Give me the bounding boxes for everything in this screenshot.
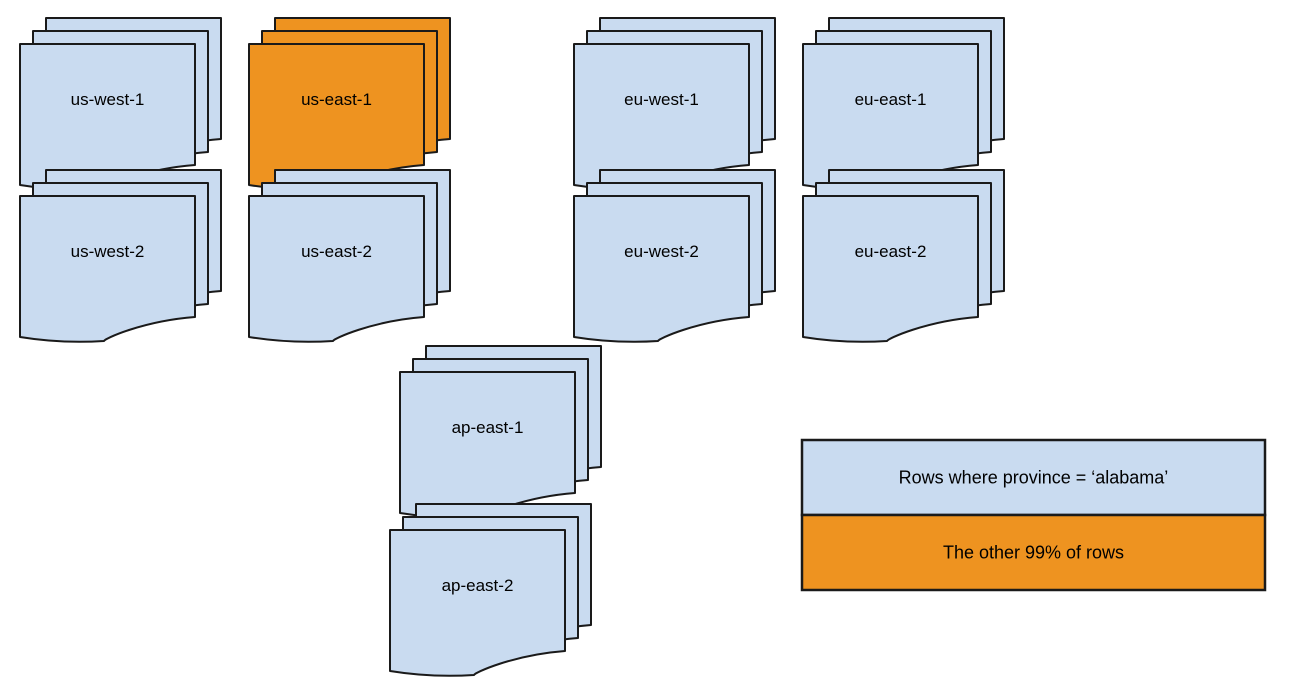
- legend-swatch-legend-other-rows: [800, 513, 1267, 592]
- region-label-us-east-2: us-east-2: [301, 242, 372, 261]
- region-label-ap-east-1: ap-east-1: [452, 418, 524, 437]
- document-front-ap-east-1: [399, 371, 576, 519]
- region-stack-ap-east-2[interactable]: ap-east-2: [389, 503, 592, 677]
- document-front-eu-west-1: [573, 43, 750, 191]
- document-front-us-east-2: [248, 195, 425, 343]
- region-label-ap-east-2: ap-east-2: [442, 576, 514, 595]
- document-front-eu-east-2: [802, 195, 979, 343]
- region-label-us-west-2: us-west-2: [71, 242, 145, 261]
- legend-swatch-legend-rows-alabama: [800, 438, 1267, 517]
- region-stack-us-east-1[interactable]: us-east-1: [248, 17, 451, 191]
- region-label-us-east-1: us-east-1: [301, 90, 372, 109]
- region-label-eu-east-2: eu-east-2: [855, 242, 927, 261]
- region-stack-eu-east-1[interactable]: eu-east-1: [802, 17, 1005, 191]
- region-stack-ap-east-1[interactable]: ap-east-1: [399, 345, 602, 519]
- region-stack-eu-west-1[interactable]: eu-west-1: [573, 17, 776, 191]
- region-label-eu-west-2: eu-west-2: [624, 242, 699, 261]
- document-front-ap-east-2: [389, 529, 566, 677]
- document-front-us-west-1: [19, 43, 196, 191]
- region-label-eu-west-1: eu-west-1: [624, 90, 699, 109]
- legend-label-legend-rows-alabama: Rows where province = ‘alabama’: [899, 467, 1169, 487]
- legend-layer: Rows where province = ‘alabama’ The other…: [800, 438, 1267, 592]
- region-stack-us-east-2[interactable]: us-east-2: [248, 169, 451, 343]
- region-stack-us-west-1[interactable]: us-west-1: [19, 17, 222, 191]
- stacks-layer: us-west-1 us-east-1 eu-west-1 eu-east-1 us-w…: [19, 17, 1005, 677]
- region-stack-us-west-2[interactable]: us-west-2: [19, 169, 222, 343]
- region-label-us-west-1: us-west-1: [71, 90, 145, 109]
- legend-row-legend-other-rows: The other 99% of rows: [800, 513, 1267, 592]
- region-stack-eu-east-2[interactable]: eu-east-2: [802, 169, 1005, 343]
- document-front-eu-east-1: [802, 43, 979, 191]
- document-front-eu-west-2: [573, 195, 750, 343]
- legend-label-legend-other-rows: The other 99% of rows: [943, 542, 1124, 562]
- legend-row-legend-rows-alabama: Rows where province = ‘alabama’: [800, 438, 1267, 517]
- document-front-us-east-1: [248, 43, 425, 191]
- region-label-eu-east-1: eu-east-1: [855, 90, 927, 109]
- region-stack-eu-west-2[interactable]: eu-west-2: [573, 169, 776, 343]
- document-front-us-west-2: [19, 195, 196, 343]
